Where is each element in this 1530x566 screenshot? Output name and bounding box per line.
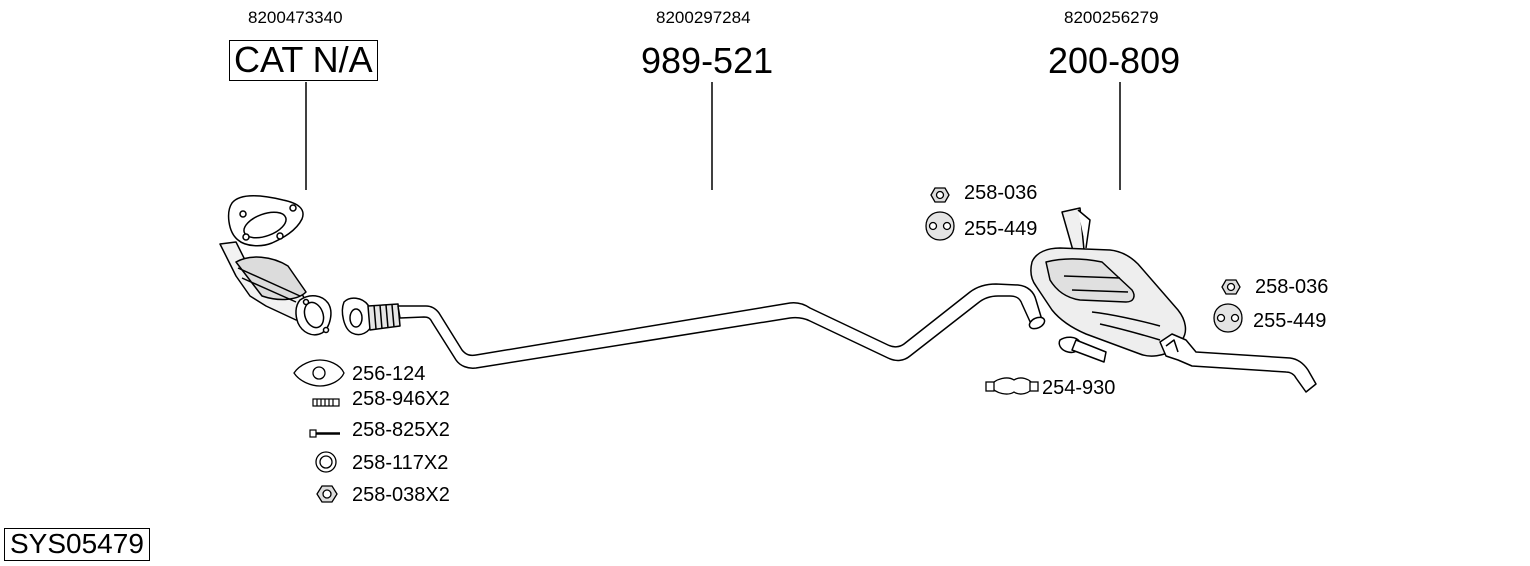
accessory-label-stud: 258-946X2 [352, 388, 450, 410]
accessory-label-bolt: 258-825X2 [352, 419, 450, 441]
rubber-mount-icon-rear-1 [925, 211, 955, 241]
accessory-label-clamp: 254-930 [1042, 377, 1116, 399]
oem-number-middle-pipe: 8200297284 [656, 8, 751, 27]
accessory-label-gasket: 256-124 [352, 363, 426, 385]
accessory-label-rear-mount-1: 255-449 [964, 218, 1038, 240]
oem-number-rear-silencer: 8200256279 [1064, 8, 1159, 27]
part-number-middle-pipe: 989-521 [641, 40, 774, 81]
rubber-mount-icon-rear-2 [1213, 303, 1243, 333]
accessory-label-rear-nut-2: 258-036 [1255, 276, 1329, 298]
stud-icon [312, 398, 340, 407]
rear-silencer [1030, 207, 1317, 393]
accessory-label-rear-nut-1: 258-036 [964, 182, 1038, 204]
oem-number-catalyst: 8200473340 [248, 8, 343, 27]
nut-icon [316, 485, 338, 503]
ring-icon [315, 451, 337, 473]
part-number-catalyst: CAT N/A [229, 40, 378, 81]
nut-icon-rear-1 [930, 187, 950, 203]
system-code: SYS05479 [4, 528, 150, 561]
accessory-label-nut: 258-038X2 [352, 484, 450, 506]
clamp-icon [985, 377, 1039, 395]
accessory-label-ring: 258-117X2 [352, 452, 449, 474]
catalyst-converter [219, 195, 332, 336]
part-number-rear-silencer: 200-809 [1048, 40, 1181, 81]
nut-icon-rear-2 [1221, 279, 1241, 295]
bolt-icon [309, 429, 340, 438]
gasket-icon [293, 359, 345, 387]
middle-pipe [341, 283, 1046, 369]
accessory-label-rear-mount-2: 255-449 [1253, 310, 1327, 332]
